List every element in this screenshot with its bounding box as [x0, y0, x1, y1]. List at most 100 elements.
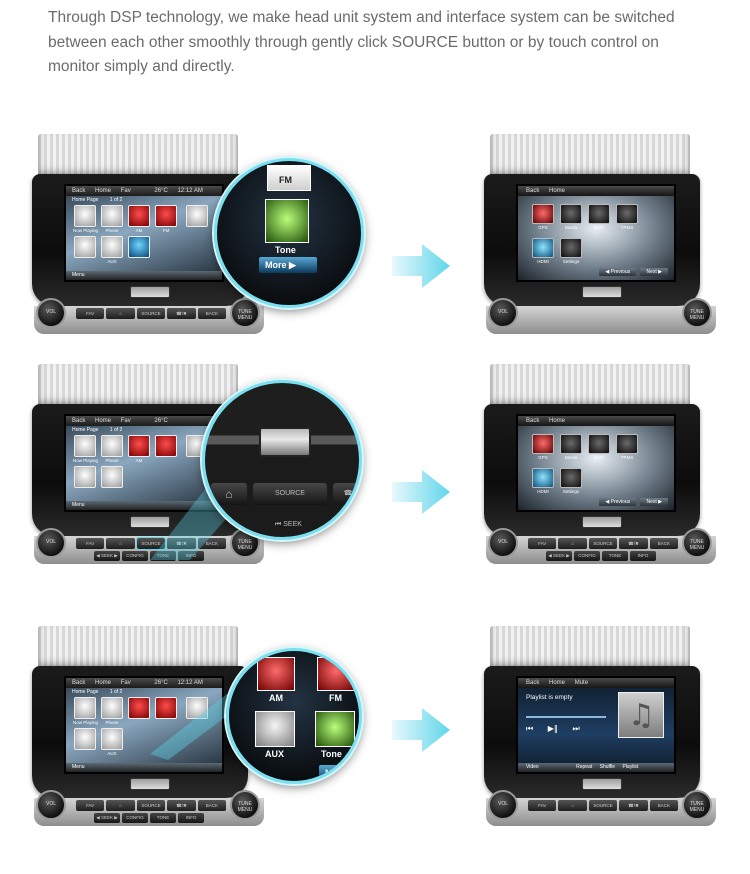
- cd-tile[interactable]: [186, 697, 209, 719]
- media-tile[interactable]: Media: [560, 204, 582, 230]
- fav-button[interactable]: FAV: [528, 800, 557, 811]
- tpms-tile[interactable]: TPMS: [616, 434, 638, 460]
- menu-label[interactable]: Menu: [72, 272, 85, 278]
- usb-tile[interactable]: [74, 728, 96, 750]
- seek-label-zoom[interactable]: ⏮ SEEK: [275, 521, 302, 528]
- tone-button[interactable]: TONE: [602, 551, 628, 561]
- source-button-zoom[interactable]: SOURCE: [253, 483, 327, 505]
- disc-eject[interactable]: [130, 516, 170, 528]
- dvr-tile[interactable]: DVR: [588, 434, 610, 460]
- config-button[interactable]: CONFIG: [574, 551, 600, 561]
- home-label[interactable]: Home: [95, 680, 112, 686]
- home-screen[interactable]: Back Home Fav 26°C 12:12 AM Home Page 1 …: [64, 184, 224, 282]
- next-track-icon[interactable]: ⏭: [572, 724, 580, 733]
- aux-tile[interactable]: AUX: [101, 236, 123, 264]
- home-screen[interactable]: Back Home Fav 26°C 12:12 AM Home Page 1 …: [64, 676, 224, 774]
- am-tile[interactable]: AM: [128, 435, 150, 463]
- aux-tile[interactable]: AUX: [101, 728, 123, 756]
- volume-knob[interactable]: VOL: [36, 790, 66, 820]
- back-label[interactable]: Back: [72, 680, 86, 686]
- am-tile[interactable]: [128, 697, 150, 719]
- phone-button[interactable]: ☎/✖: [167, 538, 196, 549]
- volume-knob[interactable]: VOL: [36, 298, 66, 328]
- source-button[interactable]: SOURCE: [588, 538, 618, 549]
- cd-tile[interactable]: [186, 205, 209, 227]
- fav-label[interactable]: Fav: [120, 418, 131, 424]
- aux-tile[interactable]: [101, 466, 123, 488]
- source-button[interactable]: SOURCE: [588, 800, 618, 811]
- source-button[interactable]: SOURCE: [136, 800, 166, 811]
- fm-tile[interactable]: [155, 697, 177, 719]
- fav-button[interactable]: FAV: [76, 538, 105, 549]
- disc-eject[interactable]: [130, 778, 170, 790]
- phone-button-zoom[interactable]: ☎: [333, 483, 359, 505]
- info-button[interactable]: INFO: [178, 813, 204, 823]
- back-button[interactable]: BACK: [649, 538, 679, 549]
- hdmi-tile[interactable]: HDMI: [532, 468, 554, 494]
- back-label[interactable]: Back: [526, 418, 540, 424]
- tune-knob[interactable]: TUNE MENU: [230, 298, 260, 328]
- fav-label[interactable]: Fav: [120, 680, 131, 686]
- source-button[interactable]: SOURCE: [135, 537, 167, 550]
- home-button[interactable]: ⌂: [558, 800, 587, 811]
- gps-tile[interactable]: GPS: [532, 434, 554, 460]
- disc-eject[interactable]: [130, 286, 170, 298]
- previous-button[interactable]: ◀ Previous: [599, 268, 637, 276]
- home-label[interactable]: Home: [95, 188, 112, 194]
- fav-button[interactable]: FAV: [76, 308, 105, 319]
- disc-eject[interactable]: [582, 286, 622, 298]
- home-button[interactable]: ⌂: [106, 538, 135, 549]
- dvr-tile[interactable]: DVR: [588, 204, 610, 230]
- volume-knob[interactable]: VOL: [488, 298, 518, 328]
- source-button[interactable]: SOURCE: [136, 308, 166, 319]
- home-screen[interactable]: Back Home Fav 26°C Home Page 1 of 2 Now …: [64, 414, 224, 512]
- phone-button[interactable]: ☎/✖: [619, 538, 648, 549]
- tone-tile[interactable]: [128, 236, 150, 258]
- home-label[interactable]: Home: [549, 418, 566, 424]
- gps-tile[interactable]: GPS: [532, 204, 554, 230]
- tune-knob[interactable]: TUNE MENU: [230, 528, 260, 558]
- config-button[interactable]: CONFIG: [122, 813, 148, 823]
- phone-tile[interactable]: Phone: [101, 205, 123, 233]
- back-button[interactable]: BACK: [649, 800, 679, 811]
- home-label[interactable]: Home: [95, 418, 112, 424]
- fm-tile[interactable]: FM: [155, 205, 177, 233]
- am-tile[interactable]: AM: [128, 205, 150, 233]
- settings-tile[interactable]: Settings: [560, 468, 582, 494]
- hdmi-tile[interactable]: HDMI: [532, 238, 554, 264]
- tune-knob[interactable]: TUNE MENU: [682, 790, 712, 820]
- back-button[interactable]: BACK: [197, 308, 227, 319]
- next-button[interactable]: Next ▶: [640, 498, 668, 506]
- back-label[interactable]: Back: [526, 680, 540, 686]
- shuffle-button[interactable]: Shuffle: [599, 764, 616, 770]
- next-button[interactable]: Next ▶: [640, 268, 668, 276]
- settings-tile[interactable]: Settings: [560, 238, 582, 264]
- back-label[interactable]: Back: [72, 188, 86, 194]
- progress-bar[interactable]: [526, 716, 606, 718]
- info-button[interactable]: INFO: [178, 551, 204, 561]
- usb-tile[interactable]: [74, 236, 96, 258]
- previous-track-icon[interactable]: ⏮: [526, 724, 534, 733]
- more-button-zoom[interactable]: More: [319, 765, 359, 781]
- phone-button[interactable]: ☎/✖: [167, 800, 196, 811]
- tune-knob[interactable]: TUNE MENU: [682, 528, 712, 558]
- volume-knob[interactable]: VOL: [488, 528, 518, 558]
- seek-button[interactable]: ◀ SEEK ▶: [94, 551, 120, 561]
- video-button[interactable]: Video: [526, 764, 539, 770]
- media-player-screen[interactable]: Back Home Mute Playlist is empty ⏮ ▶‖ ⏭ …: [516, 676, 676, 774]
- home-label[interactable]: Home: [549, 188, 566, 194]
- home-button-zoom[interactable]: ⌂: [211, 483, 247, 505]
- back-label[interactable]: Back: [526, 188, 540, 194]
- menu-label[interactable]: Menu: [72, 502, 85, 508]
- menu-label[interactable]: Menu: [72, 764, 85, 770]
- fav-button[interactable]: FAV: [528, 538, 557, 549]
- phone-tile[interactable]: Phone: [101, 697, 123, 725]
- now-playing-tile[interactable]: Now Playing: [73, 435, 98, 463]
- playlist-button[interactable]: Playlist: [622, 764, 639, 770]
- phone-button[interactable]: ☎/✖: [167, 308, 196, 319]
- disc-eject[interactable]: [582, 516, 622, 528]
- play-pause-icon[interactable]: ▶‖: [547, 724, 558, 733]
- phone-button[interactable]: ☎/✖: [619, 800, 648, 811]
